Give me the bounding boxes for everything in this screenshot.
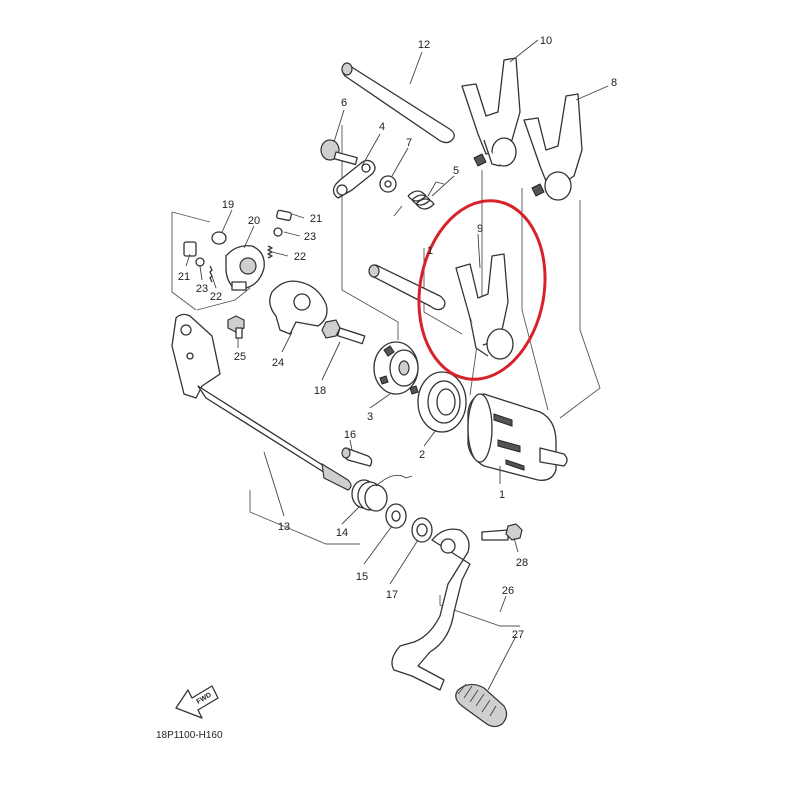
- part-24-stopper-plate[interactable]: [269, 280, 328, 335]
- part-23-pin-upper[interactable]: [273, 227, 283, 237]
- part-12-shift-fork-shaft[interactable]: [341, 62, 455, 144]
- diagram-reference-code: 18P1100-H160: [156, 730, 223, 741]
- label-8: 8: [611, 77, 617, 89]
- label-22-upper: 22: [294, 251, 306, 263]
- label-18: 18: [314, 385, 326, 397]
- label-19: 19: [222, 199, 234, 211]
- part-21-pawl-lower[interactable]: [183, 241, 197, 257]
- label-10: 10: [540, 35, 552, 47]
- label-22-lower: 22: [210, 291, 222, 303]
- part-27-pedal-rubber[interactable]: [455, 683, 508, 728]
- part-5-torsion-spring[interactable]: [393, 181, 445, 217]
- part-9-shift-fork[interactable]: [455, 253, 514, 360]
- part-22-spring-lower[interactable]: [209, 265, 213, 283]
- part-16-dowel-pin[interactable]: [341, 447, 373, 467]
- part-1-shift-drum[interactable]: [467, 393, 568, 481]
- label-14: 14: [336, 527, 348, 539]
- label-12: 12: [418, 39, 430, 51]
- part-18-segment-bolt[interactable]: [321, 319, 366, 345]
- label-28: 28: [516, 557, 528, 569]
- part-2-bearing[interactable]: [417, 371, 467, 433]
- part-15-washer[interactable]: [385, 503, 407, 529]
- part-25-bolt[interactable]: [227, 315, 245, 339]
- label-6: 6: [341, 97, 347, 109]
- part-8-shift-fork[interactable]: [523, 93, 583, 201]
- part-22-spring-upper[interactable]: [267, 245, 273, 259]
- part-26-shift-pedal[interactable]: [391, 528, 471, 691]
- label-5: 5: [453, 165, 459, 177]
- part-13-shift-shaft[interactable]: [171, 313, 352, 491]
- label-25: 25: [234, 351, 246, 363]
- part-7-washer[interactable]: [379, 175, 397, 193]
- label-9: 9: [477, 223, 483, 235]
- label-2: 2: [419, 449, 425, 461]
- part-21-pawl-upper[interactable]: [276, 209, 292, 222]
- label-21-lower: 21: [178, 271, 190, 283]
- part-28-bolt[interactable]: [481, 523, 523, 541]
- label-23-lower: 23: [196, 283, 208, 295]
- part-14-return-spring[interactable]: [351, 474, 413, 512]
- part-1-shift-shaft-short[interactable]: [368, 264, 446, 311]
- label-15: 15: [356, 571, 368, 583]
- part-19-collar[interactable]: [211, 231, 227, 245]
- label-23-upper: 23: [304, 231, 316, 243]
- part-20-pawl-holder[interactable]: [225, 245, 265, 291]
- label-4: 4: [379, 121, 385, 133]
- label-20: 20: [248, 215, 260, 227]
- highlight-circle: [417, 199, 547, 381]
- part-17-oil-seal[interactable]: [411, 517, 433, 543]
- fwd-arrow-icon: FWD: [175, 685, 219, 719]
- label-26: 26: [502, 585, 514, 597]
- part-number-labels: 12 10 8 6 4 7 5 9 1 19 20 21 23 22 21 23…: [178, 35, 617, 641]
- label-24: 24: [272, 357, 284, 369]
- label-16: 16: [344, 429, 356, 441]
- label-1-upper: 1: [427, 245, 433, 257]
- label-1: 1: [499, 489, 505, 501]
- part-23-pin-lower[interactable]: [195, 257, 205, 267]
- label-17: 17: [386, 589, 398, 601]
- label-13: 13: [278, 521, 290, 533]
- label-leader-lines: [185, 39, 609, 691]
- part-3-shift-drum-segment[interactable]: [373, 341, 419, 395]
- part-6-bolt[interactable]: [320, 139, 358, 166]
- part-4-stopper-lever[interactable]: [332, 159, 376, 199]
- part-10-shift-fork[interactable]: [461, 57, 521, 167]
- label-27: 27: [512, 629, 524, 641]
- label-7: 7: [406, 137, 412, 149]
- label-3: 3: [367, 411, 373, 423]
- label-21-upper: 21: [310, 213, 322, 225]
